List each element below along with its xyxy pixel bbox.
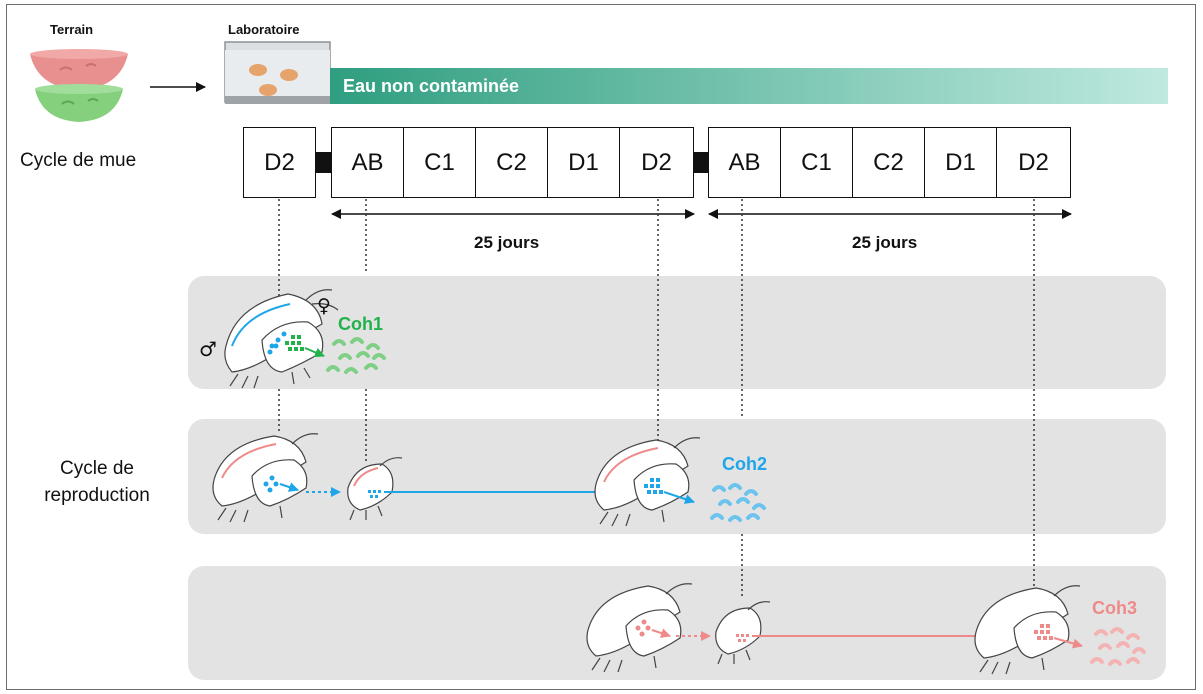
amphipod-pair-row2-left	[212, 433, 319, 523]
eggs-row3-mid	[736, 634, 749, 642]
release-arrow-row3-left	[651, 628, 671, 638]
mue-cell-d1: D1	[547, 127, 620, 198]
mue-cell-ab: AB	[331, 127, 404, 198]
dotted-connectors	[278, 199, 1035, 596]
mue-cell-d2: D2	[619, 127, 694, 198]
male-symbol: ♂	[199, 337, 217, 361]
diagram-frame	[6, 4, 1196, 690]
ecdysis-marker-2	[694, 152, 708, 173]
mue-cell-d2-2: D2	[996, 127, 1071, 198]
mue-cell-ab-2: AB	[708, 127, 781, 198]
female-row2-mid	[347, 457, 403, 521]
juveniles-cohort2	[710, 483, 766, 522]
mue-cell-d2-initial: D2	[243, 127, 316, 198]
cohort3-label: Coh3	[1092, 598, 1137, 618]
amphipod-pair-cohort1	[224, 289, 339, 389]
duration-label-1: 25 jours	[474, 233, 540, 252]
female-symbol: ♀	[317, 295, 331, 317]
eggs-row3-right	[1034, 624, 1053, 640]
amphipod-pair-row3-left	[586, 583, 693, 673]
female-row3-mid	[715, 601, 771, 665]
amphipod-pair-row2-right	[594, 437, 701, 527]
duration-label-2: 25 jours	[852, 233, 918, 252]
mue-cell-c2: C2	[475, 127, 548, 198]
release-arrow-row2-left	[279, 482, 299, 492]
water-label: Eau non contaminée	[343, 76, 519, 96]
terrain-label: Terrain	[50, 22, 94, 37]
cycle-reproduction-label-line2: reproduction	[44, 485, 150, 506]
mue-cell-c1-2: C1	[780, 127, 853, 198]
mue-cell-d1-2: D1	[924, 127, 997, 198]
release-arrow-cohort2	[663, 491, 695, 504]
water-band	[330, 68, 1168, 104]
eggs-row2-right	[644, 478, 663, 494]
mue-cell-c2-2: C2	[852, 127, 925, 198]
ecdysis-marker-1	[316, 152, 331, 173]
amphipod-pair-row3-right	[974, 585, 1081, 675]
cohort2-label: Coh2	[722, 454, 767, 474]
eggs-row2-left	[263, 475, 279, 493]
cycle-reproduction-label-line1: Cycle de	[60, 458, 134, 479]
eggs-cohort1-female	[267, 331, 287, 355]
cycle-reproduction-label: Cycle de reproduction	[22, 455, 172, 509]
release-arrow-cohort3	[1053, 637, 1083, 649]
cycle-mue-label: Cycle de mue	[20, 150, 137, 171]
laboratoire-label: Laboratoire	[228, 22, 300, 37]
eggs-row3-left	[635, 619, 651, 637]
juveniles-cohort3	[1090, 627, 1146, 666]
juveniles-cohort1	[326, 337, 386, 374]
aquarium-icon	[224, 41, 331, 104]
terrain-bowls	[30, 49, 128, 122]
eggs-cohort1	[285, 335, 304, 351]
eggs-row2-mid	[368, 490, 381, 498]
cohort1-label: Coh1	[338, 314, 383, 334]
release-arrow-cohort1	[304, 347, 325, 358]
